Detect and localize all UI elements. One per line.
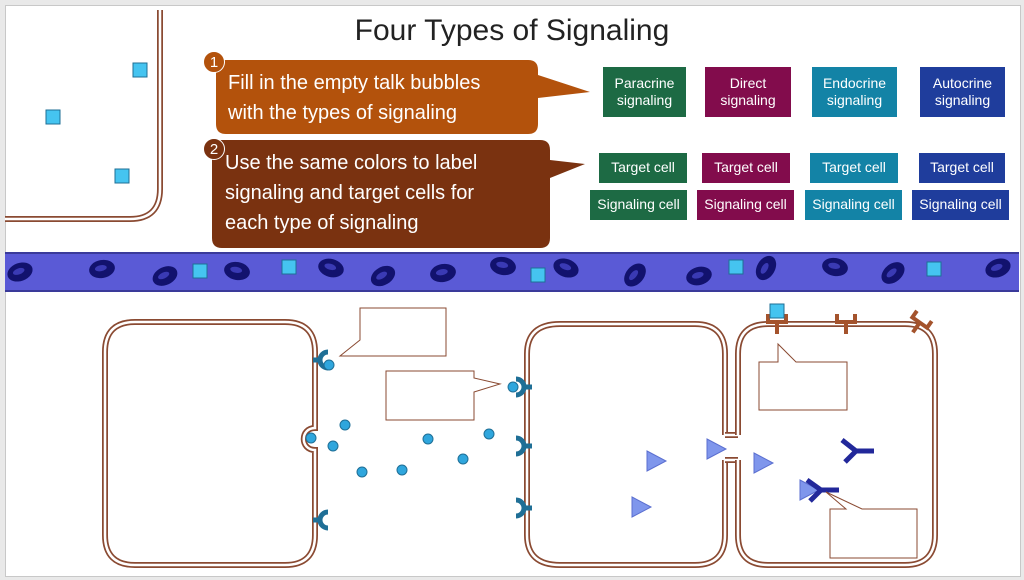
red-blood-cell [318, 258, 344, 278]
slide-title: Four Types of Signaling [354, 14, 670, 47]
ligand-dot [339, 419, 351, 431]
red-blood-cell [881, 262, 905, 284]
receptor-brown [766, 314, 788, 334]
instruction-line: Use the same colors to label [225, 152, 478, 174]
autocrine-cell-right [735, 321, 938, 568]
ligand-square [192, 263, 208, 279]
gap-junction [725, 432, 738, 463]
ligand-dot [507, 381, 519, 393]
red-blood-cell [624, 263, 646, 287]
label-line: signaling [826, 92, 883, 108]
label-line: signaling [616, 92, 673, 108]
receptor-teal [515, 376, 532, 398]
empty-talk-bubble[interactable] [385, 370, 502, 421]
ligand-square [45, 109, 61, 125]
label-signaling-cell-endocrine[interactable]: Signaling cell [805, 190, 902, 220]
ligand-square [114, 168, 130, 184]
ligand-square [132, 62, 148, 78]
red-blood-cell [755, 255, 777, 281]
label-line: Direct [729, 74, 767, 91]
empty-talk-bubble[interactable] [758, 342, 848, 411]
red-blood-cell [89, 259, 115, 279]
red-blood-cell [152, 266, 178, 286]
signaling-triangle [799, 479, 821, 501]
step-badge-2: 2 [203, 138, 225, 160]
red-blood-cells [7, 255, 1011, 287]
ligand-dot [323, 359, 335, 371]
instruction-line: signaling and target cells for [225, 182, 475, 204]
receptor-navy [840, 438, 874, 464]
top-left-cell [5, 10, 163, 222]
ligand-dot [457, 453, 469, 465]
ligand-dot [396, 464, 408, 476]
vessel-ligands [192, 259, 942, 283]
red-blood-cell [430, 263, 456, 283]
ligand-square [530, 267, 546, 283]
direct-signaling-molecules [631, 438, 821, 518]
label-signaling-cell-direct[interactable]: Signaling cell [697, 190, 794, 220]
label-target-cell-paracrine[interactable]: Target cell [599, 153, 687, 183]
red-blood-cell [822, 257, 848, 277]
instruction-2-text: Use the same colors to label signaling a… [225, 148, 477, 238]
ligand-square [281, 259, 297, 275]
ligand-dot [483, 428, 495, 440]
label-signaling-cell-autocrine[interactable]: Signaling cell [912, 190, 1009, 220]
signaling-triangle [631, 496, 653, 518]
instruction-line: Fill in the empty talk bubbles [228, 72, 481, 94]
signaling-triangle [646, 450, 668, 472]
red-blood-cell [553, 258, 579, 278]
step-badge-1: 1 [203, 51, 225, 73]
ligand-dot [305, 432, 317, 444]
receptor-teal [313, 509, 329, 531]
receptor-brown [835, 314, 857, 334]
label-line: signaling [934, 92, 991, 108]
red-blood-cell [686, 266, 712, 286]
ligand-square [926, 261, 942, 277]
ligand-square [769, 303, 785, 319]
label-line: signaling [720, 92, 776, 108]
label-target-cell-autocrine[interactable]: Target cell [919, 153, 1005, 183]
red-blood-cell [224, 261, 250, 281]
ligand-dot [327, 440, 339, 452]
step-number: 2 [209, 140, 219, 158]
red-blood-cell [370, 265, 396, 287]
receptor-teal [515, 435, 532, 457]
label-line: Autocrine [932, 74, 993, 91]
step-number: 1 [209, 53, 219, 71]
ligand-dot [422, 433, 434, 445]
label-signaling-cell-paracrine[interactable]: Signaling cell [590, 190, 687, 220]
paracrine-signaling-cell [102, 319, 318, 568]
paracrine-ligands [305, 419, 495, 478]
empty-talk-bubble[interactable] [825, 491, 918, 559]
label-target-cell-direct[interactable]: Target cell [702, 153, 790, 183]
red-blood-cell [490, 256, 516, 276]
instruction-line: with the types of signaling [228, 102, 458, 124]
empty-talk-bubble[interactable] [338, 307, 447, 357]
ligand-square [728, 259, 744, 275]
instruction-1-text: Fill in the empty talk bubbles with the … [228, 68, 480, 128]
label-target-cell-endocrine[interactable]: Target cell [810, 153, 898, 183]
instruction-line: each type of signaling [225, 212, 419, 234]
target-cell-middle [524, 321, 728, 568]
signaling-triangle [753, 452, 775, 474]
signaling-triangle [706, 438, 728, 460]
receptor-navy [805, 477, 839, 503]
receptor-brown [909, 309, 934, 334]
red-blood-cell [985, 258, 1011, 278]
ligand-dot [356, 466, 368, 478]
instruction-bubble-1 [216, 60, 590, 134]
receptor-teal [515, 497, 532, 519]
instruction-bubble-2 [212, 140, 585, 248]
label-line: Endocrine [822, 74, 887, 91]
label-line: Paracrine [614, 74, 675, 91]
red-blood-cell [7, 262, 33, 282]
